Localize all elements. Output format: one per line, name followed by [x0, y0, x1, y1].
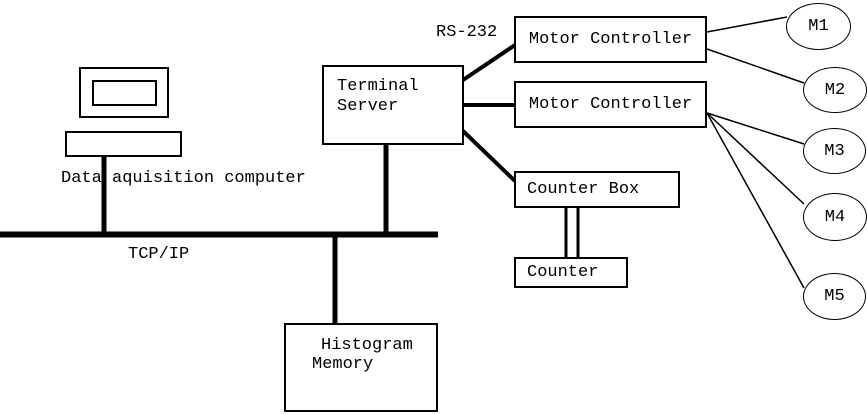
terminal-server-label-line1: Terminal: [337, 77, 419, 96]
rs232-link-counter-box-line: [461, 129, 517, 183]
motor-controller-2-box: Motor Controller: [514, 81, 707, 128]
counter-box: Counter: [514, 257, 628, 288]
motor-controller-2-m3-line: [706, 112, 805, 145]
motor-controller-1-m2-line: [706, 48, 805, 84]
motor-m1-label: M1: [808, 17, 829, 36]
motor-controller-2-m4-line: [706, 112, 805, 205]
rs-232-label: RS-232: [436, 23, 498, 42]
motor-m2-ellipse: M2: [803, 67, 867, 113]
motor-m3-label: M3: [824, 141, 845, 161]
terminal-server-label-line2: Server: [337, 97, 399, 116]
motor-m1-ellipse: M1: [786, 3, 851, 50]
computer-caption: Data aquisition computer: [61, 169, 306, 188]
computer-keyboard-icon: [65, 131, 182, 157]
histogram-memory-label-line1: Histogram: [321, 336, 413, 355]
counter-box-box: Counter Box: [514, 171, 680, 208]
terminal-server-box: Terminal Server: [322, 65, 464, 145]
rs232-link-motor-controller-1-line: [461, 43, 517, 82]
counter-box-label: Counter Box: [527, 180, 640, 199]
computer-monitor-icon: [79, 67, 169, 118]
motor-m5-ellipse: M5: [803, 273, 866, 320]
motor-controller-1-m1-line: [706, 16, 788, 33]
motor-m2-label: M2: [824, 80, 846, 100]
computer-screen-icon: [92, 80, 157, 106]
counter-label: Counter: [527, 263, 599, 282]
motor-m4-label: M4: [824, 207, 846, 227]
motor-m3-ellipse: M3: [803, 128, 866, 174]
motor-controller-2-label: Motor Controller: [528, 95, 693, 114]
motor-controller-2-m5-line: [706, 112, 805, 289]
tcp-ip-label: TCP/IP: [128, 245, 190, 264]
histogram-memory-label-line2: Memory: [312, 355, 374, 374]
motor-controller-1-box: Motor Controller: [514, 16, 707, 63]
motor-m5-label: M5: [824, 287, 845, 306]
histogram-memory-box: Histogram Memory: [284, 323, 438, 412]
motor-m4-ellipse: M4: [803, 193, 867, 241]
motor-controller-1-label: Motor Controller: [528, 30, 693, 49]
